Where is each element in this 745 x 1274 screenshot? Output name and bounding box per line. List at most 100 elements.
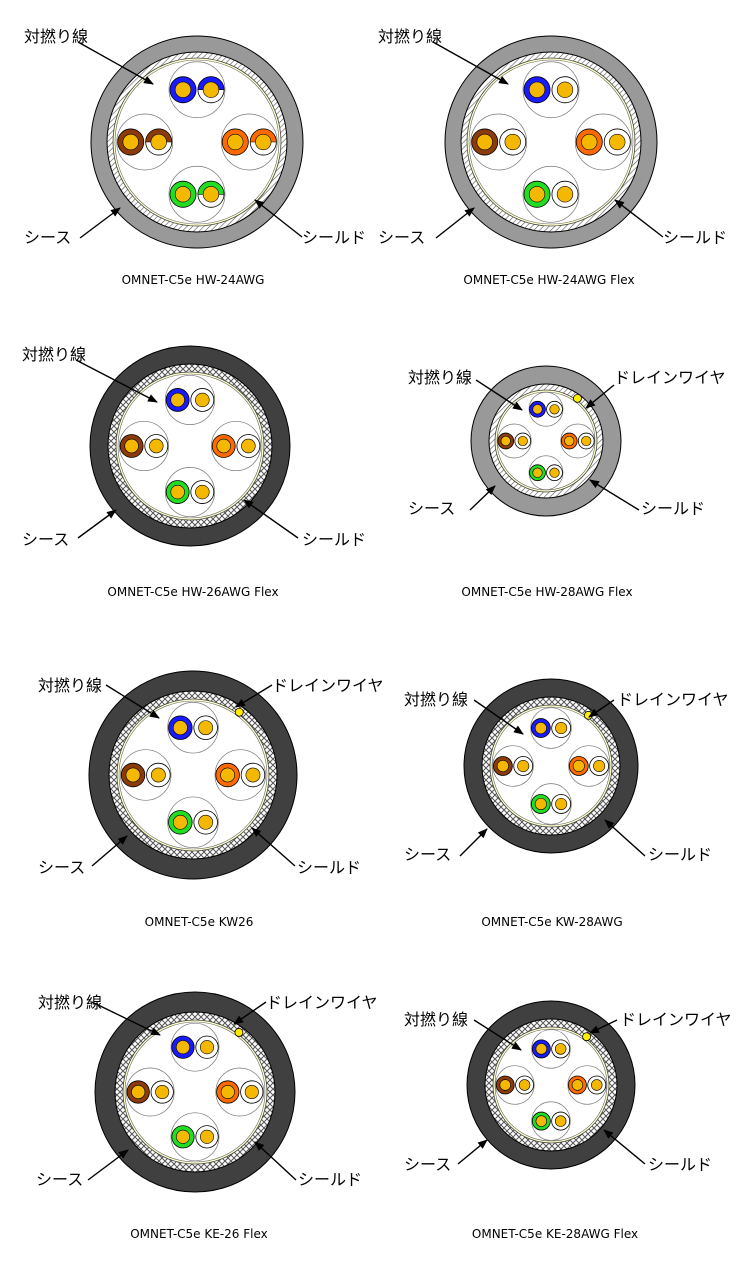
conductor	[476, 133, 493, 151]
pointer-arrow	[235, 684, 273, 708]
shield-label: シールド	[302, 228, 366, 247]
pair-bundle	[164, 374, 216, 425]
drain-wire-label: ドレインワイヤ	[620, 1010, 732, 1029]
conductor	[500, 435, 511, 447]
conductor	[195, 484, 210, 500]
pair-bundle	[528, 455, 564, 491]
sheath-label: シース	[22, 530, 69, 549]
conductor	[172, 720, 188, 736]
conductor	[131, 1084, 146, 1100]
conductor	[172, 814, 188, 830]
pair-bundle	[170, 1112, 220, 1162]
twisted-pair-label: 対撚り線	[22, 345, 86, 364]
sheath-label: シース	[36, 1170, 83, 1189]
conductor	[556, 186, 574, 203]
shield-label: シールド	[641, 499, 705, 518]
cable-caption: OMNET-C5e HW-24AWG	[122, 273, 265, 287]
conductor	[155, 1084, 170, 1100]
conductor	[496, 760, 509, 772]
pointer-arrow	[473, 699, 524, 735]
pointer-arrow	[77, 41, 154, 85]
conductor	[220, 1084, 235, 1100]
conductor	[528, 81, 546, 98]
pointer-arrow	[457, 1139, 488, 1165]
twisted-pair-label: 対撚り線	[404, 690, 468, 709]
sheath-label: シース	[24, 228, 71, 247]
cable-caption: OMNET-C5e HW-24AWG Flex	[463, 273, 634, 287]
pair-bundle	[522, 165, 580, 223]
cable-3-labels: 対撚り線 シース シールド OMNET-C5e HW-26AWG Flex	[22, 345, 366, 599]
pointer-arrow	[614, 199, 664, 238]
cable-caption: OMNET-C5e HW-28AWG Flex	[461, 585, 632, 599]
pair-bundle	[470, 113, 528, 171]
shield-label: シールド	[648, 1155, 712, 1174]
sheath-label: シース	[38, 858, 85, 877]
pair-bundle	[492, 745, 534, 787]
pointer-arrow	[87, 1149, 129, 1181]
pair-bundle	[530, 707, 572, 749]
conductor	[504, 133, 521, 151]
cable-core	[494, 1028, 608, 1142]
twisted-pair-label: 対撚り線	[404, 1010, 468, 1029]
pointer-arrow	[254, 199, 303, 238]
pair-bundle	[170, 1022, 220, 1072]
pair-bundle	[528, 391, 564, 427]
pair-bundle	[530, 783, 572, 825]
conductor	[198, 720, 214, 736]
pair-bundle	[560, 423, 596, 459]
cable-5-labels: 対撚り線 ドレインワイヤ シース シールド OMNET-C5e KW26	[38, 676, 384, 929]
conductor	[202, 186, 220, 203]
shield-label: シールド	[298, 1170, 362, 1189]
pair-bundle	[167, 702, 219, 754]
conductor	[593, 760, 606, 772]
conductor	[532, 404, 543, 415]
conductor	[564, 435, 575, 447]
conductor	[198, 814, 214, 830]
cable-caption: OMNET-C5e KW26	[145, 915, 254, 929]
conductor	[555, 797, 568, 810]
conductor	[554, 1115, 567, 1127]
pointer-arrow	[589, 479, 640, 511]
conductor	[227, 133, 244, 151]
pointer-arrow	[254, 1141, 297, 1181]
conductor	[535, 1115, 548, 1127]
conductor	[220, 767, 236, 783]
pointer-arrow	[459, 828, 488, 857]
pointer-arrow	[469, 485, 496, 511]
conductor	[581, 133, 598, 151]
pair-bundle	[220, 113, 278, 171]
twisted-pair-label: 対撚り線	[408, 368, 472, 387]
cable-core	[118, 700, 268, 850]
conductor	[499, 1079, 511, 1091]
conductor	[609, 133, 626, 151]
conductor	[150, 767, 166, 783]
cable-3-cross-section	[75, 345, 299, 547]
conductor	[149, 438, 164, 454]
sheath-label: シース	[378, 228, 425, 247]
conductor	[216, 438, 231, 454]
pointer-arrow	[435, 207, 475, 239]
twisted-pair-label: 対撚り線	[24, 27, 88, 46]
conductor	[534, 722, 547, 735]
shield-label: シールド	[302, 530, 366, 549]
drain-wire	[234, 707, 244, 717]
conductor	[591, 1079, 603, 1091]
drain-wire-label: ドレインワイヤ	[272, 676, 384, 695]
conductor	[535, 1043, 548, 1055]
sheath-label: シース	[408, 499, 455, 518]
drain-wire-label: ドレインワイヤ	[614, 368, 726, 387]
conductor	[175, 1129, 191, 1144]
cable-core	[491, 706, 611, 826]
pointer-arrow	[475, 379, 523, 411]
conductor	[255, 133, 272, 151]
pointer-arrow	[603, 1129, 646, 1165]
cable-core	[468, 59, 634, 225]
pointer-arrow	[79, 207, 121, 239]
twisted-pair-label: 対撚り線	[38, 676, 102, 695]
pair-bundle	[118, 420, 169, 472]
conductor	[175, 1040, 191, 1055]
pair-bundle	[116, 113, 174, 171]
pair-bundle	[531, 1101, 571, 1141]
cable-6-labels: 対撚り線 ドレインワイヤ シース シールド OMNET-C5e KW-28AWG	[404, 690, 729, 929]
pointer-arrow	[91, 835, 128, 867]
